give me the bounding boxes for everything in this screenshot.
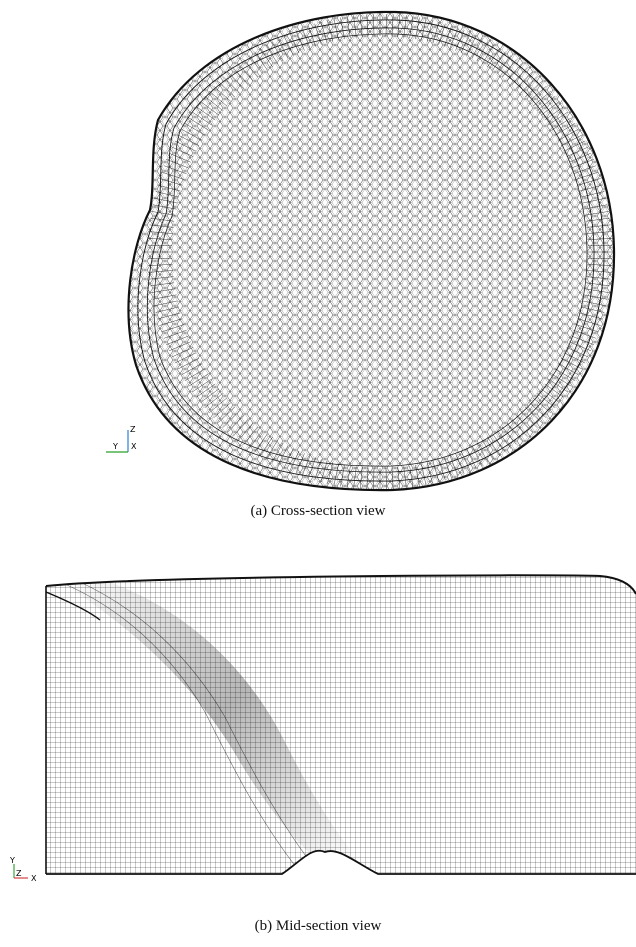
mid-section-figure: Y Z X	[0, 562, 636, 912]
axis-label-x: X	[131, 442, 137, 451]
axis-label-y: Y	[9, 856, 15, 865]
axis-triad-b: Y Z X	[9, 856, 37, 883]
axis-label-z: Z	[16, 869, 22, 878]
cross-section-mesh: Z Y X	[106, 10, 616, 492]
caption-b: (b) Mid-section view	[254, 918, 382, 934]
caption-a: (a) Cross-section view	[250, 503, 386, 519]
axis-label-z: Z	[130, 425, 136, 434]
mid-section-mesh: Y Z X	[9, 574, 636, 883]
axis-triad-a: Z Y X	[106, 425, 137, 453]
axis-label-x: X	[31, 874, 37, 883]
cross-section-figure: Z Y X	[106, 10, 616, 492]
axis-label-y: Y	[112, 442, 118, 451]
